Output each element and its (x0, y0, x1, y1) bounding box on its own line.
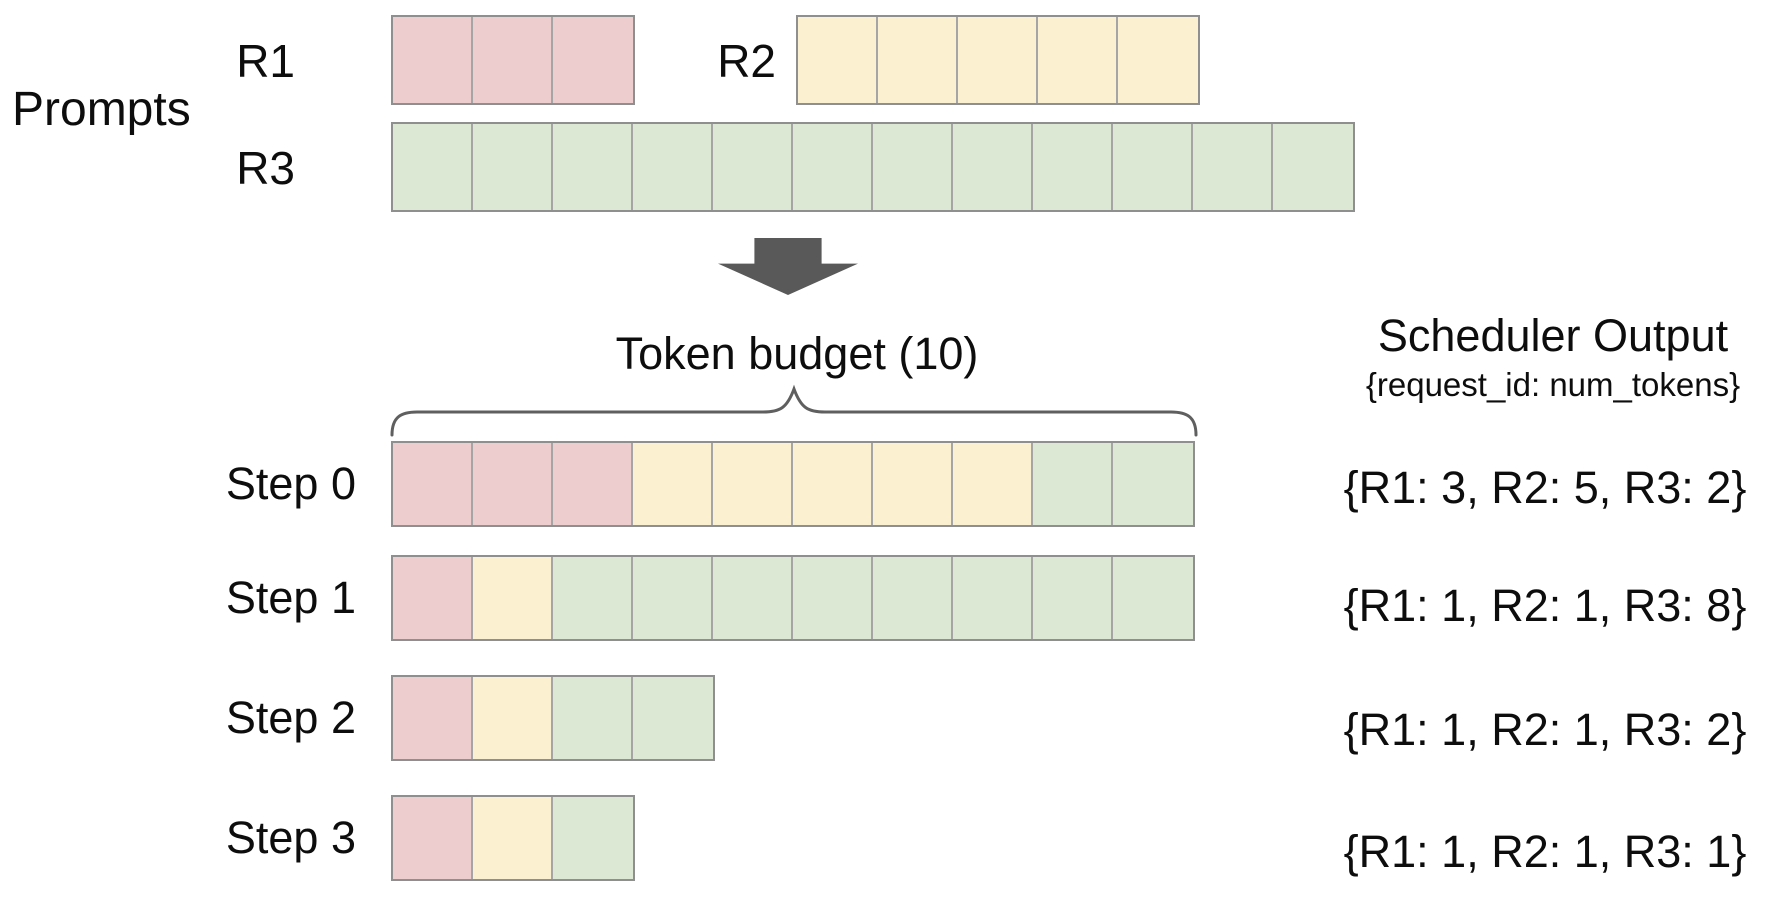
token-cell-r3 (553, 557, 633, 639)
scheduler-output-title: Scheduler Output (1377, 310, 1729, 361)
token-cell-r3 (1033, 124, 1113, 210)
token-budget-label: Token budget (10) (615, 328, 979, 379)
token-cell-r2 (793, 443, 873, 525)
token-cell-r1 (553, 17, 633, 103)
token-cell-r3 (1033, 557, 1113, 639)
token-cell-r1 (393, 443, 473, 525)
token-cell-r1 (473, 17, 553, 103)
token-cell-r3 (793, 124, 873, 210)
token-cell-r2 (1118, 17, 1198, 103)
token-cell-r3 (633, 557, 713, 639)
token-cell-r2 (958, 17, 1038, 103)
token-cell-r3 (1113, 443, 1193, 525)
step-2-bar (391, 675, 715, 761)
token-cell-r2 (473, 677, 553, 759)
token-cell-r3 (1033, 443, 1113, 525)
scheduler-output-subtitle: {request_id: num_tokens} (1365, 366, 1741, 403)
token-cell-r3 (873, 124, 953, 210)
token-cell-r3 (1113, 557, 1193, 639)
token-cell-r2 (878, 17, 958, 103)
token-cell-r3 (713, 557, 793, 639)
request-label-r3: R3 (236, 142, 295, 194)
token-cell-r3 (633, 124, 713, 210)
token-cell-r2 (473, 557, 553, 639)
token-cell-r1 (393, 557, 473, 639)
token-cell-r2 (798, 17, 878, 103)
scheduler-output-step-3: {R1: 1, R2: 1, R3: 1} (1343, 826, 1747, 877)
token-cell-r3 (553, 124, 633, 210)
token-cell-r1 (393, 797, 473, 879)
step-2-label: Step 2 (225, 692, 356, 743)
step-1-label: Step 1 (225, 572, 356, 623)
token-cell-r3 (873, 557, 953, 639)
token-cell-r3 (953, 557, 1033, 639)
token-cell-r3 (1273, 124, 1353, 210)
token-budget-brace-icon (390, 384, 1198, 437)
request-label-r1: R1 (236, 35, 295, 87)
token-cell-r3 (393, 124, 473, 210)
token-cell-r3 (1113, 124, 1193, 210)
prompt-bar-r1 (391, 15, 635, 105)
token-cell-r2 (1038, 17, 1118, 103)
token-cell-r2 (633, 443, 713, 525)
prompts-section-label: Prompts (12, 83, 191, 136)
token-cell-r1 (473, 443, 553, 525)
token-cell-r1 (553, 443, 633, 525)
prompt-bar-r3 (391, 122, 1355, 212)
token-cell-r2 (873, 443, 953, 525)
prompt-bar-r2 (796, 15, 1200, 105)
token-cell-r1 (393, 17, 473, 103)
token-cell-r3 (553, 677, 633, 759)
step-0-label: Step 0 (225, 458, 356, 509)
step-0-bar (391, 441, 1195, 527)
token-cell-r3 (953, 124, 1033, 210)
token-cell-r3 (553, 797, 633, 879)
token-cell-r3 (633, 677, 713, 759)
token-cell-r2 (713, 443, 793, 525)
down-block-arrow-icon (718, 238, 858, 295)
scheduler-output-step-1: {R1: 1, R2: 1, R3: 8} (1343, 580, 1747, 631)
scheduler-output-step-2: {R1: 1, R2: 1, R3: 2} (1343, 704, 1747, 755)
token-cell-r3 (713, 124, 793, 210)
scheduler-output-step-0: {R1: 3, R2: 5, R3: 2} (1343, 462, 1747, 513)
request-label-r2: R2 (717, 35, 776, 87)
token-cell-r3 (1193, 124, 1273, 210)
token-cell-r1 (393, 677, 473, 759)
step-3-label: Step 3 (225, 812, 356, 863)
token-cell-r3 (473, 124, 553, 210)
token-cell-r2 (953, 443, 1033, 525)
step-3-bar (391, 795, 635, 881)
token-cell-r2 (473, 797, 553, 879)
token-cell-r3 (793, 557, 873, 639)
step-1-bar (391, 555, 1195, 641)
